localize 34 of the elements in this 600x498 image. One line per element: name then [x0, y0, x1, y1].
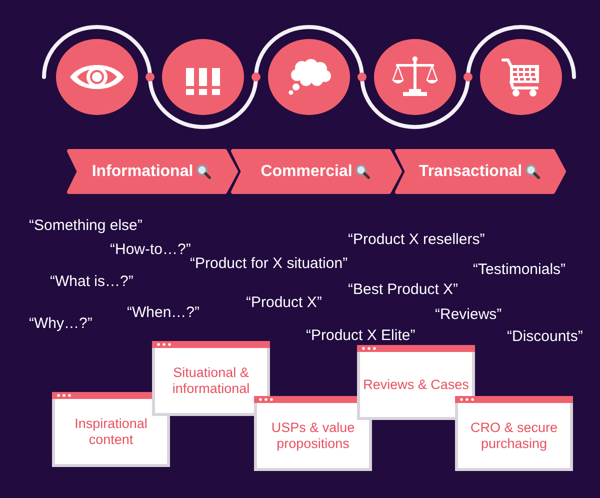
- search-query: “Reviews”: [435, 306, 502, 323]
- chevron-label: Commercial: [260, 162, 352, 180]
- chevron-band: [395, 149, 566, 194]
- card-label: Situational & informational: [171, 364, 251, 396]
- chevron-label: Informational: [92, 162, 194, 180]
- search-query: “Product X Elite”: [306, 327, 416, 344]
- browser-window-card: [254, 396, 372, 471]
- stage-circle: [56, 39, 138, 115]
- search-query: “When…?”: [127, 304, 200, 321]
- card-label: USPs & value propositions: [270, 420, 356, 452]
- browser-window-card: [357, 345, 475, 420]
- chevron-label: Transactional: [418, 162, 522, 180]
- browser-window-card: [52, 392, 170, 467]
- search-query: “How-to…?”: [110, 241, 191, 258]
- search-query: “Best Product X”: [348, 281, 458, 298]
- chevron-band: [67, 149, 238, 194]
- card-label: CRO & secure purchasing: [469, 420, 559, 452]
- search-query: “Why…?”: [29, 315, 92, 332]
- search-query: “Something else”: [29, 217, 142, 234]
- stage-circle: [374, 39, 456, 115]
- browser-window-card: [455, 396, 573, 471]
- browser-window-card: [152, 341, 270, 416]
- search-query: “What is…?”: [50, 273, 134, 290]
- search-query: “Product for X situation”: [190, 255, 348, 272]
- card-label: Reviews & Cases: [363, 376, 469, 392]
- stage-circle: [480, 39, 562, 115]
- search-query: “Product X”: [246, 294, 322, 311]
- card-label: Inspirational content: [74, 416, 148, 448]
- stage-circle: [268, 39, 350, 115]
- search-query: “Testimonials”: [473, 261, 566, 278]
- search-query: “Discounts”: [507, 328, 583, 345]
- chevron-band: [231, 149, 402, 194]
- search-query: “Product X resellers”: [348, 231, 485, 248]
- stage-circle: [162, 39, 244, 115]
